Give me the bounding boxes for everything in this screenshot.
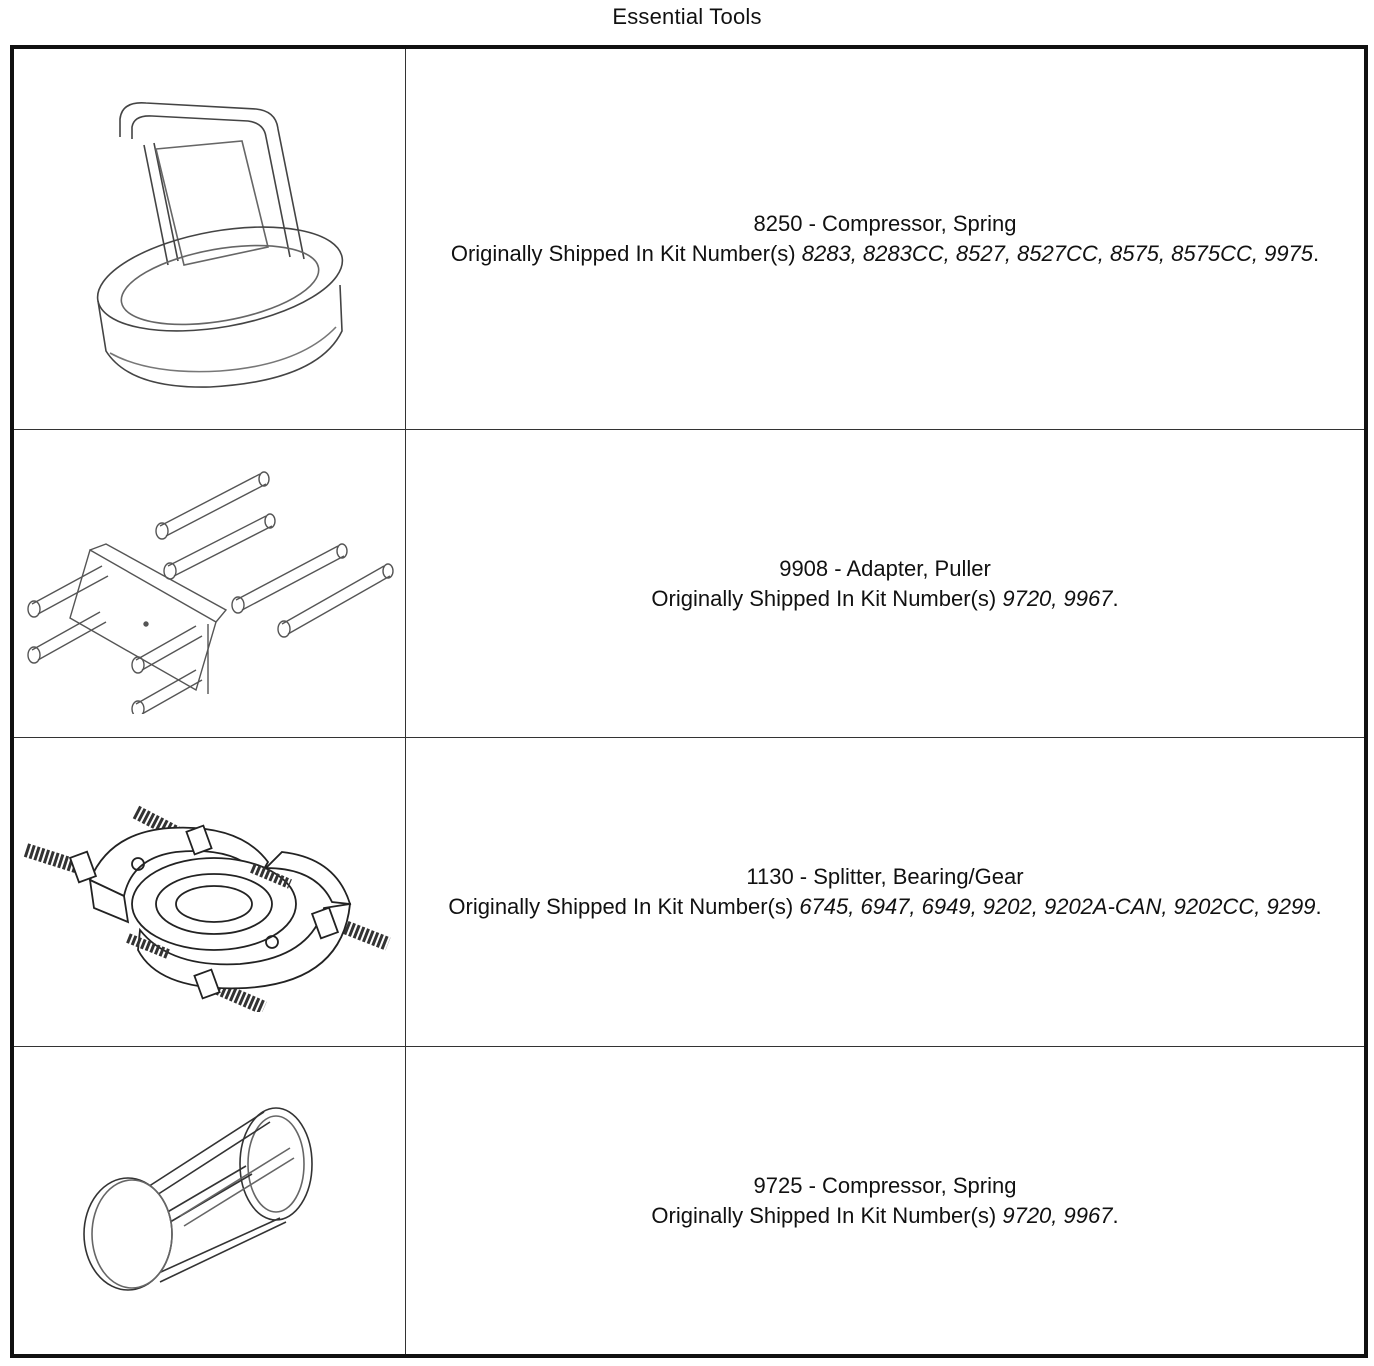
kits-label: Originally Shipped In Kit Number(s) (450, 241, 796, 266)
spring-compressor-cage-illustration (82, 1106, 313, 1291)
kit-numbers: 9720, 9967 (1002, 1202, 1113, 1228)
tool-description: 1130 - Splitter, Bearing/Gear Originally… (406, 738, 1364, 1046)
tool-kits: Originally Shipped In Kit Number(s) 9720… (651, 585, 1119, 611)
bearing-splitter-illustration (23, 805, 391, 1012)
table-row: 1130 - Splitter, Bearing/Gear Originally… (14, 738, 1364, 1047)
tool-image-cell (14, 738, 406, 1046)
tool-kits: Originally Shipped In Kit Number(s) 8283… (450, 241, 1320, 266)
tool-kits: Originally Shipped In Kit Number(s) 6745… (448, 894, 1322, 919)
kits-label: Originally Shipped In Kit Number(s) (651, 1202, 997, 1228)
kits-label: Originally Shipped In Kit Number(s) (651, 585, 997, 611)
page-title: Essential Tools (612, 4, 762, 29)
kit-numbers: 8283, 8283CC, 8527, 8527CC, 8575, 8575CC… (801, 241, 1314, 266)
spring-compressor-illustration (96, 102, 343, 388)
tool-description: 9908 - Adapter, Puller Originally Shippe… (406, 430, 1364, 737)
tool-heading: 1130 - Splitter, Bearing/Gear (746, 864, 1024, 889)
tool-heading: 9725 - Compressor, Spring (753, 1172, 1017, 1198)
table-row: 9725 - Compressor, Spring Originally Shi… (14, 1047, 1364, 1354)
tool-kits: Originally Shipped In Kit Number(s) 9720… (651, 1202, 1119, 1228)
kits-label: Originally Shipped In Kit Number(s) (448, 894, 794, 919)
tool-heading: 8250 - Compressor, Spring (753, 211, 1017, 236)
kit-numbers: 9720, 9967 (1002, 585, 1113, 611)
tool-description: 8250 - Compressor, Spring Originally Shi… (406, 49, 1364, 429)
tool-image-cell (14, 1047, 406, 1354)
tool-description: 9725 - Compressor, Spring Originally Shi… (406, 1047, 1364, 1354)
table-row: 9908 - Adapter, Puller Originally Shippe… (14, 430, 1364, 738)
puller-adapter-illustration (26, 470, 394, 714)
tool-image-cell (14, 430, 406, 737)
tools-table: 8250 - Compressor, Spring Originally Shi… (10, 45, 1368, 1358)
tool-image-cell (14, 49, 406, 429)
kit-numbers: 6745, 6947, 6949, 9202, 9202A-CAN, 9202C… (799, 894, 1316, 919)
table-row: 8250 - Compressor, Spring Originally Shi… (14, 49, 1364, 430)
tool-heading: 9908 - Adapter, Puller (779, 555, 991, 581)
